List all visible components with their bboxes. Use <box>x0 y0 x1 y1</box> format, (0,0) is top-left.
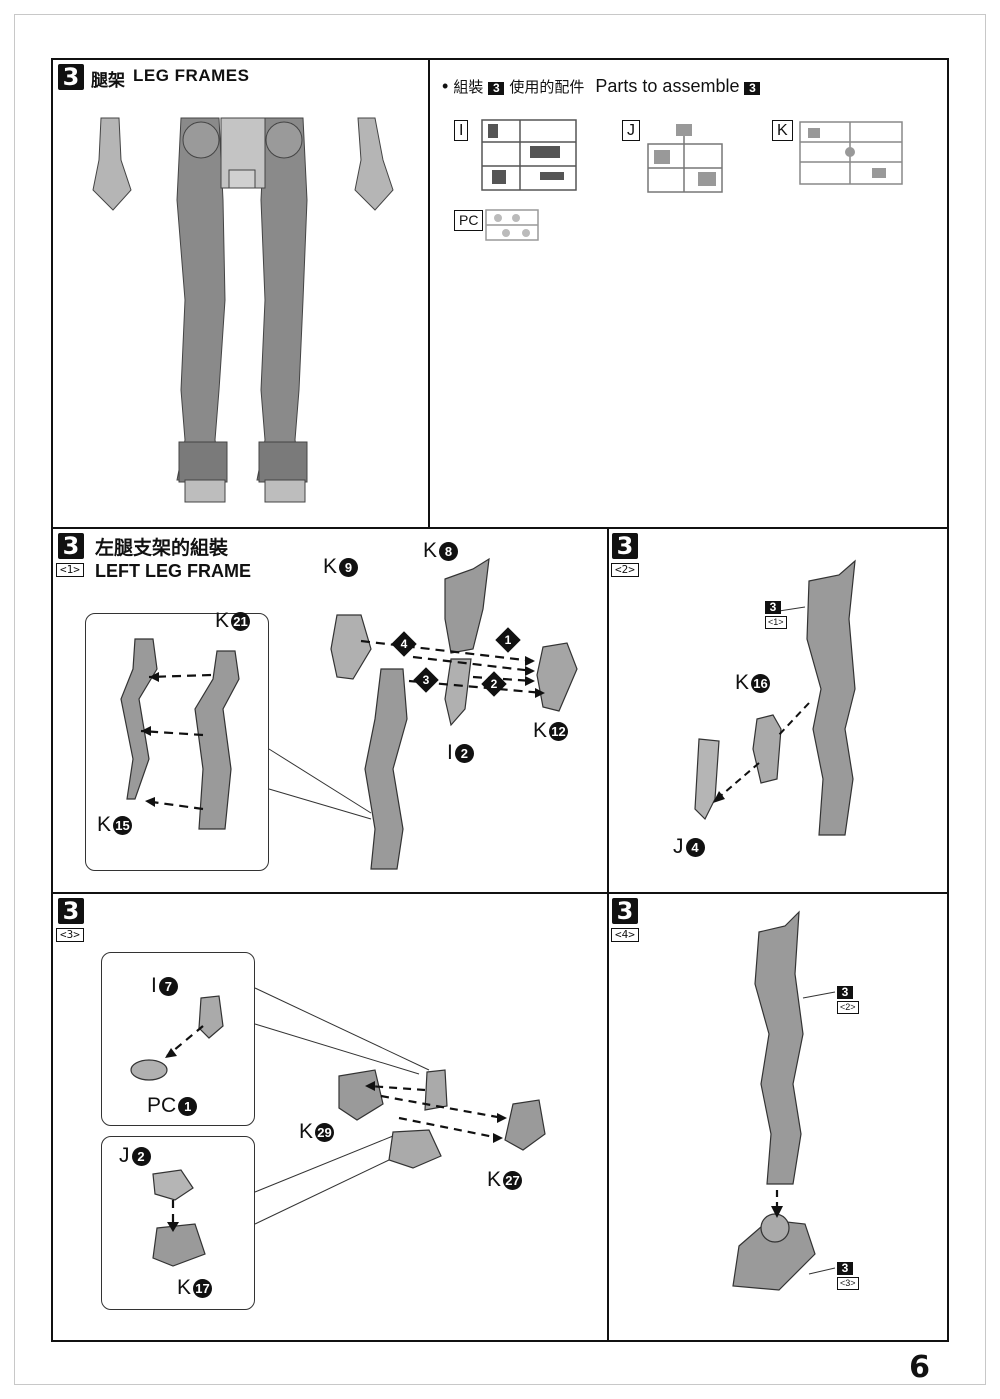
runner-tag-pc: PC <box>454 210 484 231</box>
parts-bullet: • <box>442 76 449 96</box>
sub4-step-number: 3 <box>612 898 638 924</box>
parts-heading-cn: 組裝 <box>453 79 484 96</box>
sub3-label: <3> <box>56 928 84 942</box>
order-marker-1: 1 <box>495 627 521 653</box>
divider-row2b <box>53 892 947 894</box>
order-marker-4: 4 <box>391 631 417 657</box>
sub2-parts-illustration <box>694 559 856 836</box>
sub2-ref-step: 3 <box>765 601 781 614</box>
sub1-title-cn: 左腿支架的組裝 <box>95 537 229 559</box>
runner-tag-j: J <box>622 120 640 141</box>
instruction-frame: 3 腿架 LEG FRAMES <box>51 58 949 1342</box>
step-3-3: 3 <3> <box>53 894 607 1342</box>
sub3-parts-illustration <box>130 987 546 1267</box>
parts-heading-cn2: 使用的配件 <box>509 79 585 96</box>
sub1-label: <1> <box>56 563 84 577</box>
runner-i-illustration <box>481 119 577 191</box>
divider-row1 <box>53 527 947 529</box>
runner-pc-illustration <box>485 209 539 241</box>
sub1-step-number: 3 <box>58 533 84 559</box>
sub3-step-number: 3 <box>58 898 84 924</box>
sub2-label: <2> <box>611 563 639 577</box>
page-border <box>14 14 986 1385</box>
sub4-ref-a-sub: <2> <box>837 1001 859 1014</box>
sub4-parts-illustration <box>732 910 836 1291</box>
parts-step-box-2: 3 <box>744 82 761 95</box>
sub1-title-en: LEFT LEG FRAME <box>95 561 251 581</box>
sub1-detail-inset <box>85 613 269 871</box>
leg-frames-title-en: LEG FRAMES <box>133 66 250 85</box>
runner-k-illustration <box>799 121 903 185</box>
parts-step-box-1: 3 <box>488 82 505 95</box>
step-3-4: 3 <4> 3 <2> 3 <3> <box>609 894 947 1342</box>
leg-frames-preview: 3 腿架 LEG FRAMES <box>53 60 428 527</box>
sub1-parts-illustration <box>120 557 578 870</box>
parts-to-assemble: • 組裝 3 使用的配件 Parts to assemble 3 I J K <box>430 60 947 527</box>
order-marker-2: 2 <box>481 671 507 697</box>
page-number: 6 <box>909 1350 930 1385</box>
leg-frames-title-cn: 腿架 <box>91 71 125 91</box>
runner-tag-k: K <box>772 120 793 141</box>
sub4-ref-b-step: 3 <box>837 1262 853 1275</box>
divider-header <box>428 60 430 528</box>
sub4-ref-a-step: 3 <box>837 986 853 999</box>
sub2-step-number: 3 <box>612 533 638 559</box>
runner-tag-i: I <box>454 120 469 141</box>
sub3-inset-top <box>101 952 255 1126</box>
leg-frames-illustration <box>92 117 394 503</box>
order-marker-3: 3 <box>413 667 439 693</box>
sub3-inset-bottom <box>101 1136 255 1310</box>
parts-heading-en: Parts to assemble <box>595 76 740 96</box>
runner-j-illustration <box>647 124 723 193</box>
step-number: 3 <box>58 64 84 90</box>
step-3-1-left-leg-frame: 3 <1> 左腿支架的組裝 LEFT LEG FRAME <box>53 529 607 892</box>
sub4-ref-b-sub: <3> <box>837 1277 859 1290</box>
sub2-ref-sub: <1> <box>765 616 787 629</box>
parts-heading: • 組裝 3 使用的配件 Parts to assemble 3 <box>442 76 761 97</box>
sub4-label: <4> <box>611 928 639 942</box>
divider-row2 <box>607 527 609 1342</box>
